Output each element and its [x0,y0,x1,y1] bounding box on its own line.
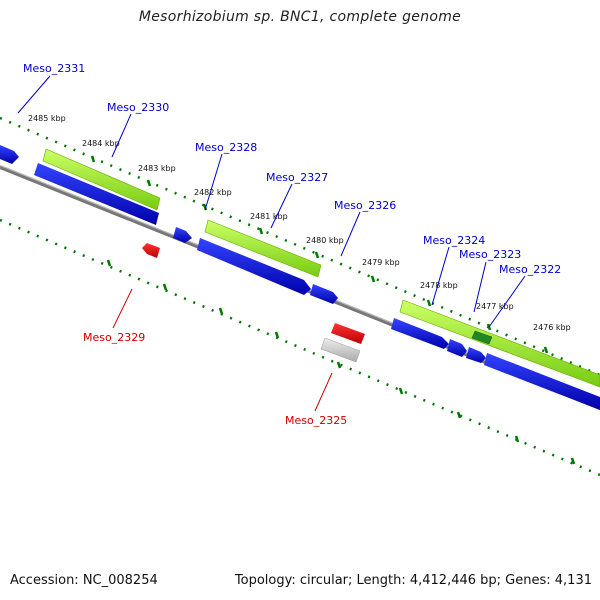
genome-stats-text: Topology: circular; Length: 4,412,446 bp… [234,573,592,588]
label-meso-2324[interactable]: Meso_2324 [423,234,485,247]
gene-meso-2325 [331,323,365,344]
accession-text: Accession: NC_008254 [10,573,158,588]
cds-features [42,148,600,388]
label-meso-2329[interactable]: Meso_2329 [83,331,145,344]
forward-genes [0,145,600,410]
svg-text:2478 kbp: 2478 kbp [420,281,458,290]
gene-meso-2322b [484,353,600,410]
svg-text:2483 kbp: 2483 kbp [138,164,176,173]
label-meso-2323[interactable]: Meso_2323 [459,248,521,261]
reverse-genes [142,243,365,363]
gene-meso-2322a [466,347,486,363]
svg-text:2479 kbp: 2479 kbp [362,258,400,267]
major-ticks [90,155,576,465]
gene-meso-2330 [34,163,159,225]
pseudo-feature [320,337,361,363]
gene-meso-2323 [447,339,467,357]
svg-text:2485 kbp: 2485 kbp [28,114,66,123]
label-meso-2327[interactable]: Meso_2327 [266,171,328,184]
gene-meso-2324 [391,318,449,349]
gene-meso-2327 [173,227,192,243]
label-meso-2325[interactable]: Meso_2325 [285,414,347,427]
label-meso-2322[interactable]: Meso_2322 [499,263,561,276]
gene-meso-2328 [197,238,311,295]
label-meso-2326[interactable]: Meso_2326 [334,199,396,212]
gene-labels[interactable]: Meso_2331 Meso_2330 Meso_2329 Meso_2328 … [23,62,561,427]
svg-text:2477 kbp: 2477 kbp [476,302,514,311]
map-title: Mesorhizobium sp. BNC1, complete genome [138,9,462,25]
gene-meso-2329 [142,243,160,258]
label-meso-2330[interactable]: Meso_2330 [107,101,169,114]
svg-text:2481 kbp: 2481 kbp [250,212,288,221]
svg-text:2482 kbp: 2482 kbp [194,188,232,197]
kbp-labels: 2485 kbp 2484 kbp 2483 kbp 2482 kbp 2481… [28,114,571,332]
label-meso-2328[interactable]: Meso_2328 [195,141,257,154]
gene-meso-2326 [310,284,338,304]
gene-meso-2331 [0,145,19,164]
svg-text:2484 kbp: 2484 kbp [82,139,120,148]
label-meso-2331[interactable]: Meso_2331 [23,62,85,75]
svg-text:2480 kbp: 2480 kbp [306,236,344,245]
callout-lines [17,75,526,328]
svg-text:2476 kbp: 2476 kbp [533,323,571,332]
